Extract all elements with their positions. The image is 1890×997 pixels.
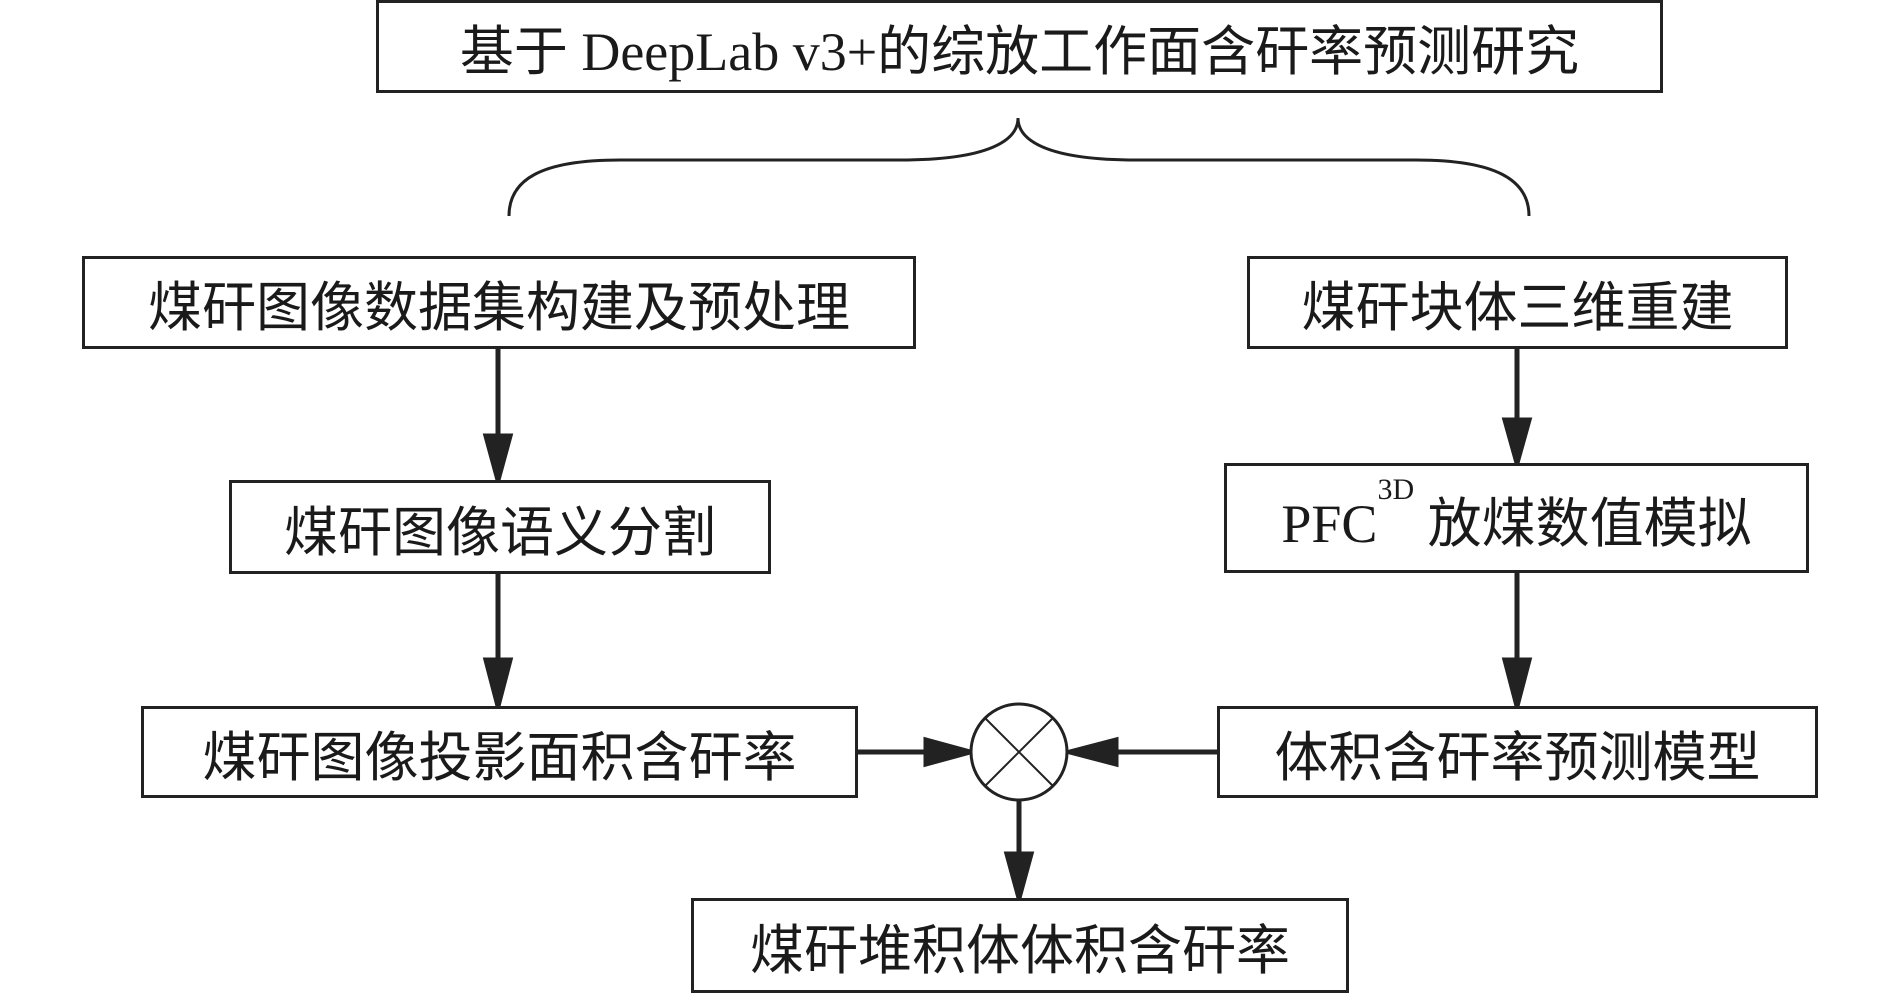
right-step-3-text: 体积含矸率预测模型: [1274, 727, 1761, 788]
left-step-2-text: 煤矸图像语义分割: [284, 502, 716, 563]
arrow-right-1-head: [1501, 417, 1533, 473]
arrow-to-circle-left-head: [923, 736, 980, 768]
right-step-2-text: PFC3D 放煤数值模拟: [1281, 472, 1752, 554]
right-step-1: 煤矸块体三维重建: [1247, 256, 1788, 349]
multiply-circle-icon: [969, 702, 1069, 802]
title-box: 基于 DeepLab v3+的综放工作面含矸率预测研究: [376, 0, 1663, 93]
title-text: 基于 DeepLab v3+的综放工作面含矸率预测研究: [459, 22, 1580, 82]
left-step-1: 煤矸图像数据集构建及预处理: [82, 256, 916, 349]
result-text: 煤矸堆积体体积含矸率: [750, 921, 1290, 981]
left-step-3: 煤矸图像投影面积含矸率: [141, 706, 858, 798]
arrow-to-circle-right-head: [1060, 736, 1119, 768]
left-step-3-text: 煤矸图像投影面积含矸率: [202, 727, 797, 788]
arrow-to-result-head: [1003, 851, 1035, 908]
brace: [507, 117, 1531, 217]
arrow-left-2-head: [482, 657, 514, 716]
arrow-left-1-head: [482, 433, 514, 490]
right-step-2: PFC3D 放煤数值模拟: [1224, 463, 1809, 573]
left-step-2: 煤矸图像语义分割: [229, 480, 771, 574]
right-step-3: 体积含矸率预测模型: [1217, 706, 1818, 798]
right-step-1-text: 煤矸块体三维重建: [1301, 278, 1734, 338]
left-step-1-text: 煤矸图像数据集构建及预处理: [148, 278, 850, 338]
arrow-right-2-head: [1501, 657, 1533, 716]
result-box: 煤矸堆积体体积含矸率: [691, 898, 1349, 993]
